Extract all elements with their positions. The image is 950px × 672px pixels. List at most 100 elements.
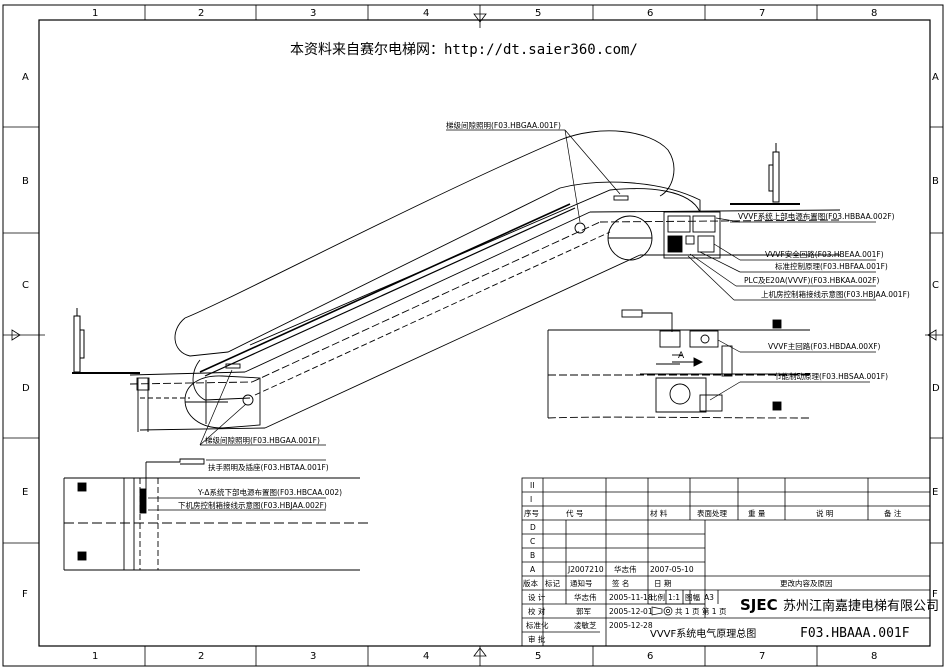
grid-row-label: B	[22, 176, 29, 187]
hdr-notice: 通知号	[570, 578, 593, 588]
grid-col-label: 6	[647, 8, 653, 19]
grid-row-label: F	[22, 589, 28, 600]
scale-value: 1:1	[668, 593, 680, 602]
grid-col-label: 5	[535, 8, 541, 19]
standard-label: 标准化	[526, 620, 549, 630]
col-header-remark: 备 注	[884, 508, 902, 518]
grid-col-label: 7	[759, 651, 765, 662]
grid-col-label: 2	[198, 8, 204, 19]
detail-a-leaders	[709, 339, 876, 401]
hdr-version: 版本	[523, 578, 538, 588]
grid-row-label: A	[22, 72, 29, 83]
sheet-label: 图幅	[685, 592, 700, 602]
callout-vvvf-main: VVVF主回路(F03.HBDAA.00XF)	[768, 341, 881, 351]
rev-row-ii: II	[530, 481, 534, 490]
standard-date: 2005-12-28	[609, 621, 653, 630]
rev-a-notice: J2007210	[567, 565, 604, 574]
escalator-drawing	[129, 130, 841, 432]
centering-marks	[3, 5, 943, 666]
page-count: 共 1 页 第 1 页	[675, 606, 727, 616]
projection-symbol-icon	[651, 606, 673, 616]
grid-columns	[144, 5, 818, 666]
col-header-material: 材 料	[650, 508, 668, 518]
drawing-number: F03.HBAAA.001F	[800, 626, 910, 641]
callout-std-control: 标准控制原理(F03.HBFAA.001F)	[775, 261, 888, 271]
outer-frame	[2, 4, 944, 667]
hdr-date: 日 期	[654, 579, 671, 588]
col-header-code: 代 号	[566, 508, 583, 518]
callout-upper-vvvf-cabinet: VVVF系统上部电源布置图(F03.HBBAA.002F)	[738, 211, 895, 221]
grid-col-label: 3	[310, 8, 316, 19]
upper-control-cabinet	[663, 211, 721, 259]
hdr-mark: 标记	[545, 578, 560, 588]
check-label: 校 对	[528, 606, 546, 616]
callout-bottom-light: 梯级间隙照明(F03.HBGAA.001F)	[205, 435, 320, 445]
grid-row-label: B	[932, 176, 939, 187]
callout-vvvf-safety: VVVF安全回路(F03.HBEAA.001F)	[765, 249, 884, 259]
col-header-seq: 序号	[524, 508, 539, 518]
callout-lower-machine-room: 下机房控制箱接线示意图(F03.HBJAA.002F)	[178, 500, 327, 510]
grid-col-label: 3	[310, 651, 316, 662]
standard-name: 凌敏芝	[574, 620, 597, 630]
grid-col-label: 6	[647, 651, 653, 662]
upper-newel-post	[730, 143, 800, 205]
grid-col-label: 8	[871, 651, 877, 662]
design-date: 2005-11-18	[609, 593, 653, 602]
check-name: 郭军	[576, 606, 591, 616]
detail-a-arrow	[672, 357, 704, 367]
grid-row-label: F	[932, 589, 938, 600]
rev-row-a: A	[530, 565, 536, 574]
grid-col-label: 4	[423, 651, 429, 662]
callout-yd-lower: Y-Δ系统下部电源布置图(F03.HBCAA.002)	[197, 487, 342, 497]
grid-col-label: 2	[198, 651, 204, 662]
col-header-weight: 重 量	[748, 509, 766, 518]
grid-row-label: E	[22, 487, 28, 498]
grid-col-label: 5	[535, 651, 541, 662]
check-date: 2005-12-01	[609, 607, 653, 616]
watermark-text: 本资料来自赛尔电梯网：http://dt.saier360.com/	[290, 42, 638, 58]
approve-label: 审 批	[528, 634, 546, 644]
view-a-label: A	[678, 351, 685, 361]
grid-row-label: D	[932, 383, 940, 394]
rev-row-c: C	[530, 537, 535, 546]
callout-brake: 节能制动原理(F03.HBSAA.001F)	[774, 371, 888, 381]
grid-row-label: E	[932, 487, 938, 498]
title-block-grid	[521, 477, 931, 647]
grid-col-label: 1	[92, 651, 98, 662]
rev-row-d: D	[530, 523, 536, 532]
scale-label: 比例	[650, 592, 665, 602]
lower-machine-room-plan	[63, 458, 370, 571]
grid-row-label: D	[22, 383, 30, 394]
company-logo: SJEC	[740, 596, 778, 614]
detail-a-view	[547, 309, 811, 419]
grid-row-label: A	[932, 72, 939, 83]
hdr-sign: 签 名	[612, 578, 629, 588]
rev-row-i: I	[530, 495, 532, 504]
grid-col-label: 8	[871, 8, 877, 19]
design-label: 设 计	[528, 592, 546, 602]
rev-a-date: 2007-05-10	[650, 565, 694, 574]
inner-frame	[38, 19, 931, 647]
grid-rows	[3, 126, 943, 544]
design-name: 华志伟	[574, 592, 597, 602]
sheet-size: A3	[704, 593, 714, 602]
upper-leaders	[446, 129, 876, 301]
grid-row-label: C	[932, 280, 939, 291]
grid-col-label: 4	[423, 8, 429, 19]
rev-row-b: B	[530, 551, 535, 560]
col-header-desc: 说 明	[816, 508, 833, 518]
callout-handrail-light: 扶手照明及插座(F03.HBTAA.001F)	[208, 462, 329, 472]
callout-top-light: 梯级间隙照明(F03.HBGAA.001F)	[446, 120, 561, 130]
hdr-reason: 更改内容及原因	[780, 578, 833, 588]
company-name: 苏州江南嘉捷电梯有限公司	[783, 598, 939, 614]
grid-col-label: 7	[759, 8, 765, 19]
callout-plc: PLC及E20A(VVVF)(F03.HBKAA.002F)	[744, 276, 879, 285]
lower-leaders	[148, 369, 326, 511]
rev-a-sign: 华志伟	[614, 564, 637, 574]
callout-upper-machine-room: 上机房控制箱接线示意图(F03.HBJAA.001F)	[761, 289, 910, 299]
grid-col-label: 1	[92, 8, 98, 19]
drawing-title: VVVF系统电气原理总图	[650, 627, 756, 640]
lower-newel-post	[72, 308, 140, 374]
col-header-surface: 表面处理	[697, 508, 727, 518]
